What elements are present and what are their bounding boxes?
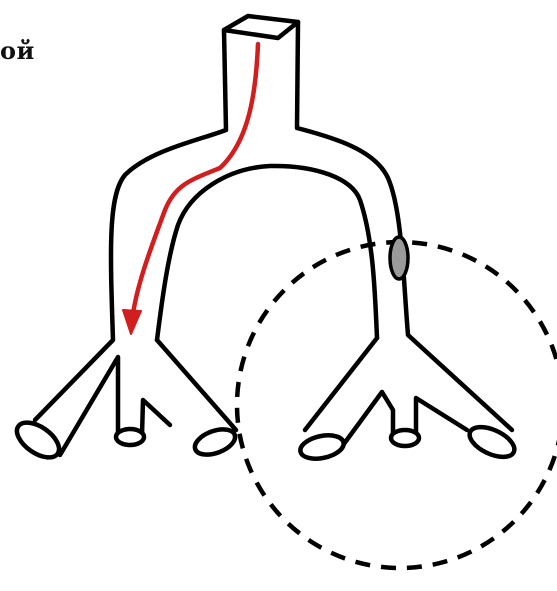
arrow-down-icon (123, 310, 141, 334)
outer-contour-right (297, 22, 512, 430)
right-branch-openings (298, 421, 519, 463)
trunk-opening (224, 16, 298, 38)
dashed-highlight-circle (237, 242, 557, 568)
left-branch-openings (11, 416, 239, 465)
flow-arrow-line (132, 44, 258, 322)
outer-contour-left (35, 30, 226, 420)
lesion-ellipse (390, 237, 408, 279)
